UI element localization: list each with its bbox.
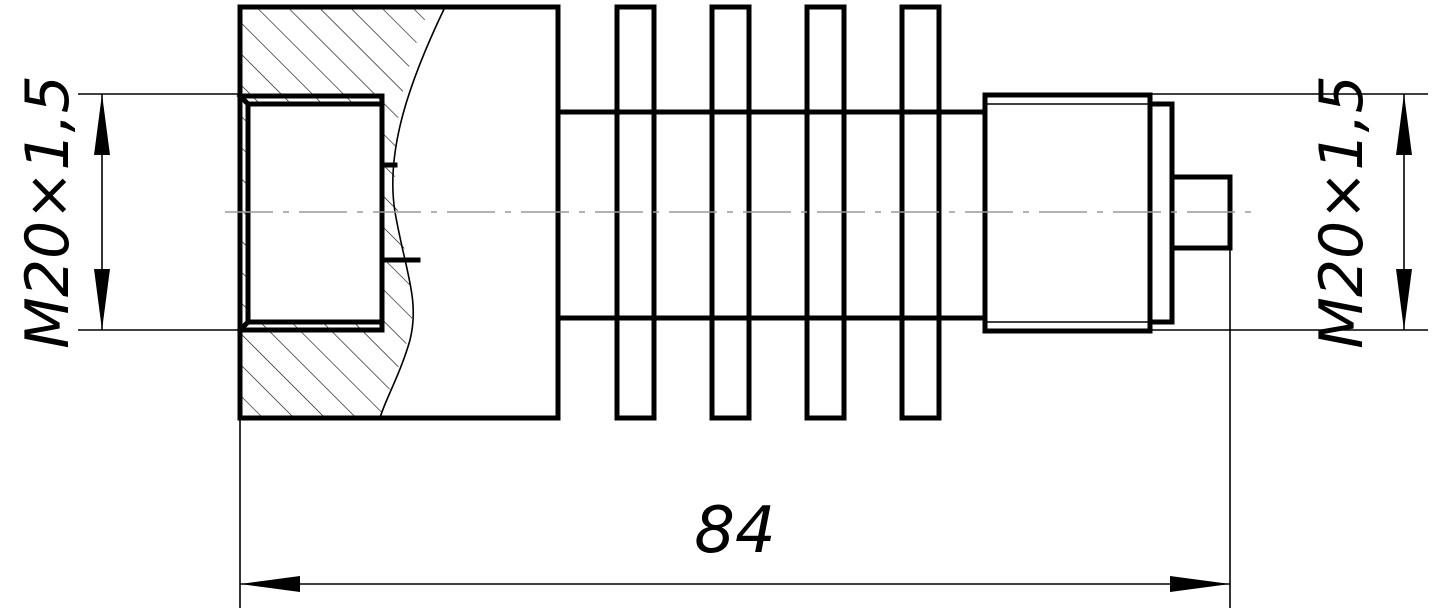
left-thread-dimension: M20×1,5	[13, 75, 240, 349]
left-thread-label: M20×1,5	[13, 75, 83, 349]
shaft	[555, 109, 988, 321]
right-thread-dimension: M20×1,5	[1150, 75, 1428, 349]
break-line	[379, 6, 446, 419]
overall-length-dimension: 84	[239, 248, 1231, 608]
internal-thread-bore	[236, 92, 421, 334]
overall-length-label: 84	[694, 494, 775, 568]
right-thread-label: M20×1,5	[1307, 75, 1377, 349]
external-thread-section	[982, 92, 1175, 334]
